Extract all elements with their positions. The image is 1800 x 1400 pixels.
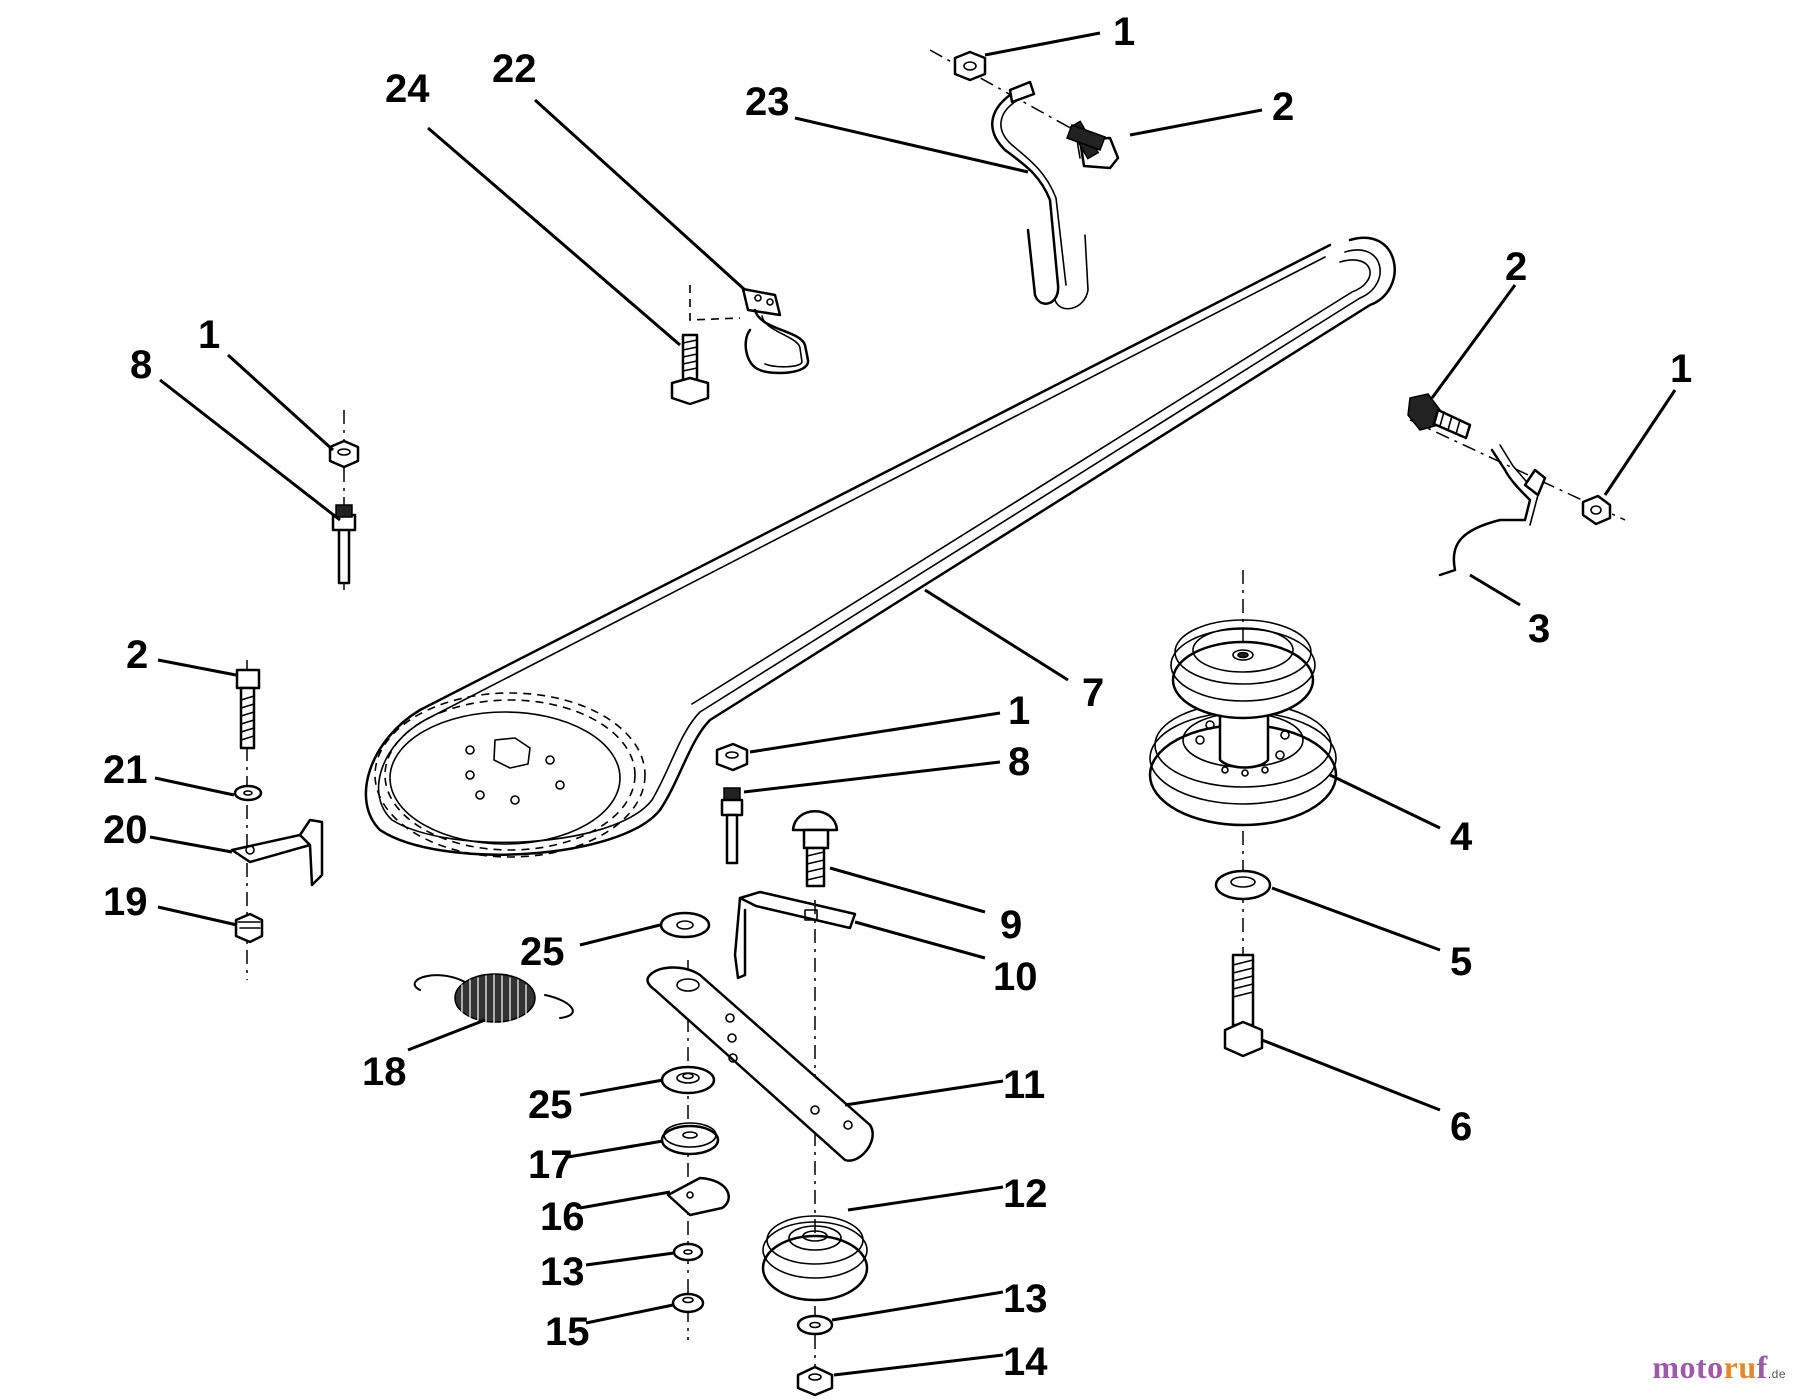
watermark-tld: .de (1767, 1367, 1786, 1381)
callout-17: 17 (528, 1143, 573, 1187)
callout-2-right: 2 (1505, 245, 1527, 289)
callout-7: 7 (1082, 671, 1104, 715)
lock-washer-5 (1214, 869, 1272, 901)
callout-14: 14 (1003, 1340, 1048, 1384)
idler-pulley-12 (761, 1215, 869, 1302)
bushing-25-top (659, 911, 711, 939)
callout-1-left: 1 (198, 313, 220, 357)
callout-10: 10 (993, 955, 1038, 999)
stud-8-center (720, 787, 744, 865)
callout-11: 11 (1003, 1063, 1045, 1107)
callout-13-right: 13 (1003, 1277, 1048, 1321)
callout-13-left: 13 (540, 1250, 585, 1294)
belt-guide-3 (1409, 419, 1626, 577)
callout-2-left: 2 (126, 633, 148, 677)
nut-15 (671, 1292, 705, 1314)
callout-18: 18 (362, 1050, 407, 1094)
callout-16: 16 (540, 1195, 585, 1239)
hex-nut-1-left (328, 439, 360, 469)
bracket-20 (230, 818, 324, 887)
callout-24: 24 (385, 67, 430, 111)
carriage-bolt-9 (791, 810, 839, 888)
belt-guide-22 (689, 285, 810, 375)
bushing-25-bottom (660, 1065, 716, 1095)
watermark-logo: motoruf.de (1652, 1349, 1786, 1386)
belt-guide-23 (929, 49, 1111, 310)
callout-8-left: 8 (130, 343, 152, 387)
washer-21 (233, 784, 263, 802)
stud-8-left (331, 410, 357, 590)
callout-labels: 1 2 23 22 24 2 1 3 1 8 7 2 21 20 19 1 8 … (103, 10, 1692, 1384)
callout-21: 21 (103, 748, 148, 792)
nut-14 (796, 1365, 834, 1397)
idler-bracket-10 (733, 890, 857, 980)
spacer-17 (660, 1122, 720, 1156)
callout-3: 3 (1528, 607, 1550, 651)
bolt-2-right (1407, 393, 1472, 440)
watermark-part-2: ru (1723, 1349, 1757, 1385)
callout-19: 19 (103, 880, 148, 924)
callout-22: 22 (492, 47, 537, 91)
callout-5: 5 (1450, 940, 1472, 984)
leader-lines (149, 31, 1677, 1377)
spring-18 (413, 973, 574, 1024)
callout-12: 12 (1003, 1172, 1048, 1216)
callout-4: 4 (1450, 815, 1473, 859)
double-pulley-4 (1148, 570, 1338, 1060)
callout-15: 15 (545, 1310, 590, 1354)
lock-nut-19 (234, 912, 264, 944)
washer-13-left (672, 1242, 704, 1262)
callout-25-bottom: 25 (528, 1083, 573, 1127)
callout-6: 6 (1450, 1105, 1472, 1149)
callout-8-center: 8 (1008, 740, 1030, 784)
callout-9: 9 (1000, 903, 1022, 947)
bolt-6 (1223, 953, 1264, 1058)
drive-belt (364, 236, 1396, 858)
bolt-2-top (1066, 120, 1120, 170)
hex-nut-1-right (1581, 494, 1612, 526)
hex-nut-1-center (715, 742, 749, 772)
callout-1-center: 1 (1008, 689, 1030, 733)
callout-25-top: 25 (520, 930, 565, 974)
callout-20: 20 (103, 808, 148, 852)
clip-16 (666, 1176, 730, 1217)
callout-1-right: 1 (1670, 347, 1692, 391)
callout-1-top: 1 (1113, 10, 1135, 54)
callout-23: 23 (745, 80, 790, 124)
watermark-part-3: f (1756, 1349, 1768, 1385)
screw-24 (670, 333, 710, 406)
watermark-part-1: moto (1652, 1349, 1724, 1385)
hex-nut-1-top (953, 50, 987, 82)
washer-13-right (796, 1314, 834, 1336)
callout-2-top: 2 (1272, 85, 1294, 129)
